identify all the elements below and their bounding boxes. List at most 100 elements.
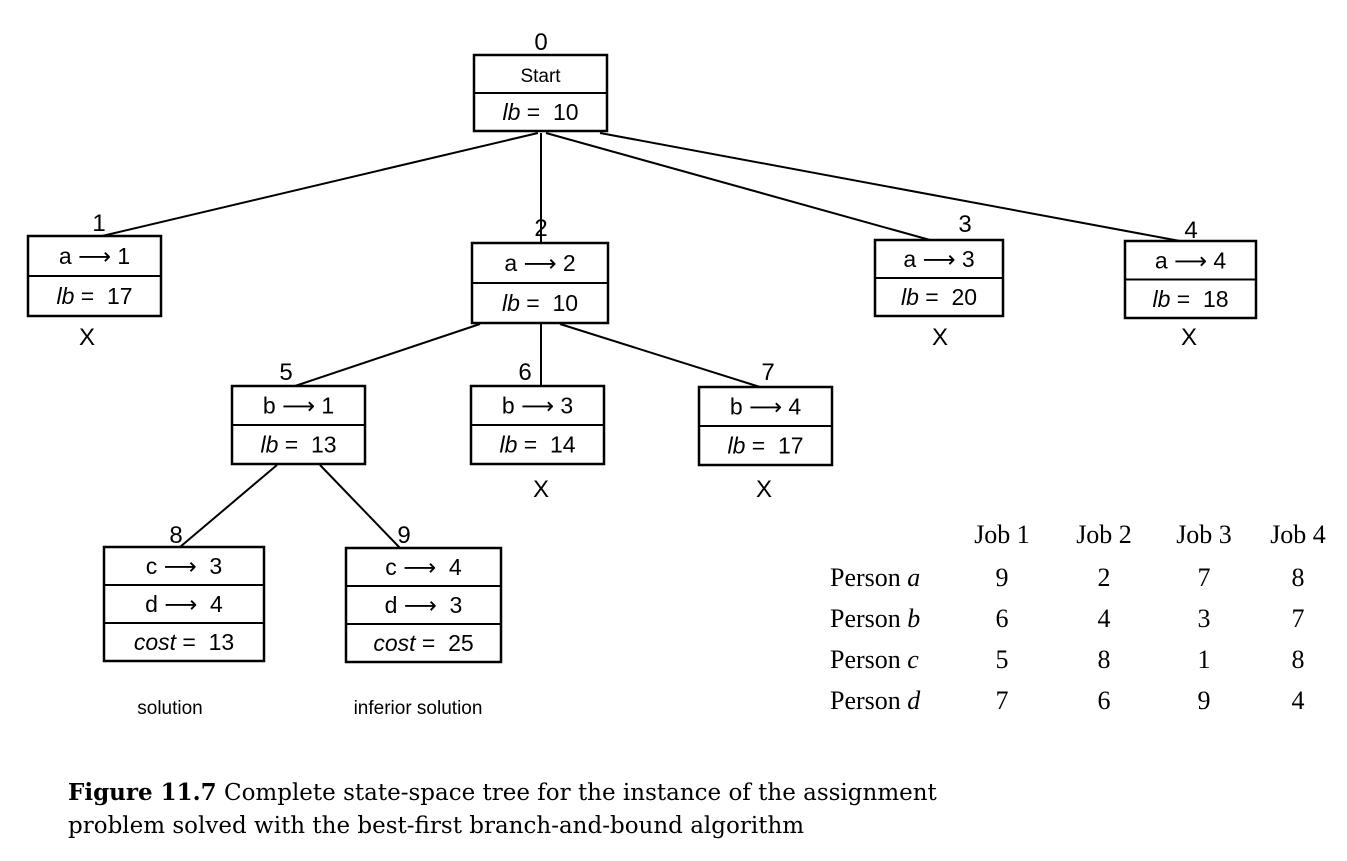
row-label-text: Person — [830, 563, 907, 592]
table-cell: 4 — [1292, 686, 1305, 715]
bound-prefix: lb — [1152, 286, 1170, 312]
row-person-letter: c — [907, 645, 919, 674]
node-assignment: a ⟶ 3 — [903, 246, 974, 272]
bound-value: = 13 — [278, 432, 336, 458]
table-column-header: Job 4 — [1270, 520, 1326, 549]
bound-prefix: lb — [260, 432, 278, 458]
pruned-mark: X — [1181, 324, 1197, 351]
node-bound: lb = 10 — [502, 99, 578, 125]
pruned-mark: X — [756, 476, 772, 503]
pruned-mark: X — [932, 324, 948, 351]
bound-value: = 10 — [520, 290, 578, 316]
node-number: 9 — [397, 522, 410, 549]
node-bound: cost = 13 — [134, 629, 234, 655]
bound-prefix: cost — [373, 630, 417, 656]
figure-label: Figure 11.7 — [68, 779, 217, 806]
table-row-label: Person b — [830, 604, 920, 633]
bound-value: = 18 — [1170, 286, 1228, 312]
bound-value: = 10 — [520, 99, 578, 125]
node-bound: cost = 25 — [373, 630, 473, 656]
node-number: 1 — [92, 210, 105, 237]
node-number: 4 — [1184, 217, 1197, 244]
bound-prefix: lb — [502, 99, 520, 125]
row-label-text: Person — [830, 604, 907, 633]
node-number: 7 — [761, 359, 774, 386]
row-person-letter: d — [907, 686, 921, 715]
bound-value: = 13 — [176, 629, 234, 655]
row-person-letter: b — [907, 604, 920, 633]
node-assignment: a ⟶ 2 — [504, 250, 575, 276]
node-bound: lb = 17 — [56, 283, 132, 309]
tree-edge-0-1 — [101, 132, 539, 237]
node-assignment: b ⟶ 1 — [263, 393, 334, 419]
node-bound: lb = 17 — [727, 433, 803, 459]
table-cell: 8 — [1292, 563, 1305, 592]
tree-edge-0-4 — [599, 132, 1181, 242]
table-cell: 9 — [1198, 686, 1211, 715]
node-bound: lb = 18 — [1152, 286, 1228, 312]
node-bound: lb = 13 — [260, 432, 336, 458]
node-assignment: c ⟶ 3 — [146, 553, 222, 579]
tree-edge-2-5 — [294, 323, 481, 387]
row-person-letter: a — [907, 563, 920, 592]
row-label-text: Person — [830, 686, 907, 715]
table-column-header: Job 3 — [1176, 520, 1232, 549]
bound-value: = 14 — [517, 432, 575, 458]
pruned-mark: X — [533, 476, 549, 503]
tree-node-4: 4 a ⟶ 4 lb = 18 X — [1123, 217, 1258, 351]
solution-label: inferior solution — [354, 698, 483, 719]
table-cell: 1 — [1198, 645, 1211, 674]
tree-edge-5-8 — [179, 464, 278, 548]
table-cell: 6 — [996, 604, 1009, 633]
node-assignment: b ⟶ 4 — [730, 394, 802, 420]
caption-line-1: Complete state-space tree for the instan… — [223, 780, 937, 806]
figure-caption: Figure 11.7 Complete state-space tree fo… — [68, 776, 1268, 843]
table-cell: 3 — [1198, 604, 1211, 633]
bound-prefix: lb — [56, 283, 74, 309]
tree-edge-0-3 — [545, 132, 931, 241]
node-number: 8 — [169, 522, 182, 549]
bound-prefix: lb — [499, 432, 517, 458]
tree-node-9: 9 c ⟶ 4 d ⟶ 3 cost = 25 inferior solution — [344, 522, 503, 719]
bound-value: = 17 — [745, 433, 803, 459]
bound-prefix: lb — [901, 284, 919, 310]
bound-value: = 20 — [919, 284, 977, 310]
pruned-mark: X — [79, 324, 95, 351]
tree-node-7: 7 b ⟶ 4 lb = 17 X — [697, 359, 834, 503]
table-cell: 5 — [996, 645, 1009, 674]
tree-node-6: 6b ⟶ 3lb = 14X — [469, 359, 606, 503]
table-cell: 7 — [996, 686, 1009, 715]
node-number: 2 — [534, 215, 547, 242]
table-cell: 8 — [1098, 645, 1111, 674]
node-assignment: a ⟶ 4 — [1155, 247, 1227, 273]
tree-edge-5-9 — [319, 464, 401, 549]
table-cell: 9 — [996, 563, 1009, 592]
table-cell: 4 — [1098, 604, 1111, 633]
node-assignment: a ⟶ 1 — [59, 243, 130, 269]
node-bound: lb = 20 — [901, 284, 977, 310]
node-bound: lb = 14 — [499, 432, 575, 458]
table-cell: 6 — [1098, 686, 1111, 715]
tree-edge-2-7 — [559, 323, 761, 388]
node-box — [344, 546, 503, 664]
node-assignment: b ⟶ 3 — [502, 393, 573, 419]
table-column-header: Job 2 — [1076, 520, 1132, 549]
node-box — [102, 545, 266, 663]
row-label-text: Person — [830, 645, 907, 674]
node-number: 0 — [534, 29, 547, 56]
table-row-label: Person c — [830, 645, 919, 674]
node-assignment: d ⟶ 4 — [145, 591, 223, 617]
tree-node-1: 1 a ⟶ 1 lb = 17 X — [26, 210, 163, 351]
tree-node-5: 5b ⟶ 1lb = 13 — [230, 359, 367, 466]
table-row-label: Person d — [830, 686, 921, 715]
bound-prefix: lb — [727, 433, 745, 459]
node-assignment: d ⟶ 3 — [385, 592, 463, 618]
node-assignment: c ⟶ 4 — [385, 554, 462, 580]
caption-line-2: problem solved with the best-first branc… — [68, 813, 805, 839]
bound-prefix: lb — [502, 290, 520, 316]
